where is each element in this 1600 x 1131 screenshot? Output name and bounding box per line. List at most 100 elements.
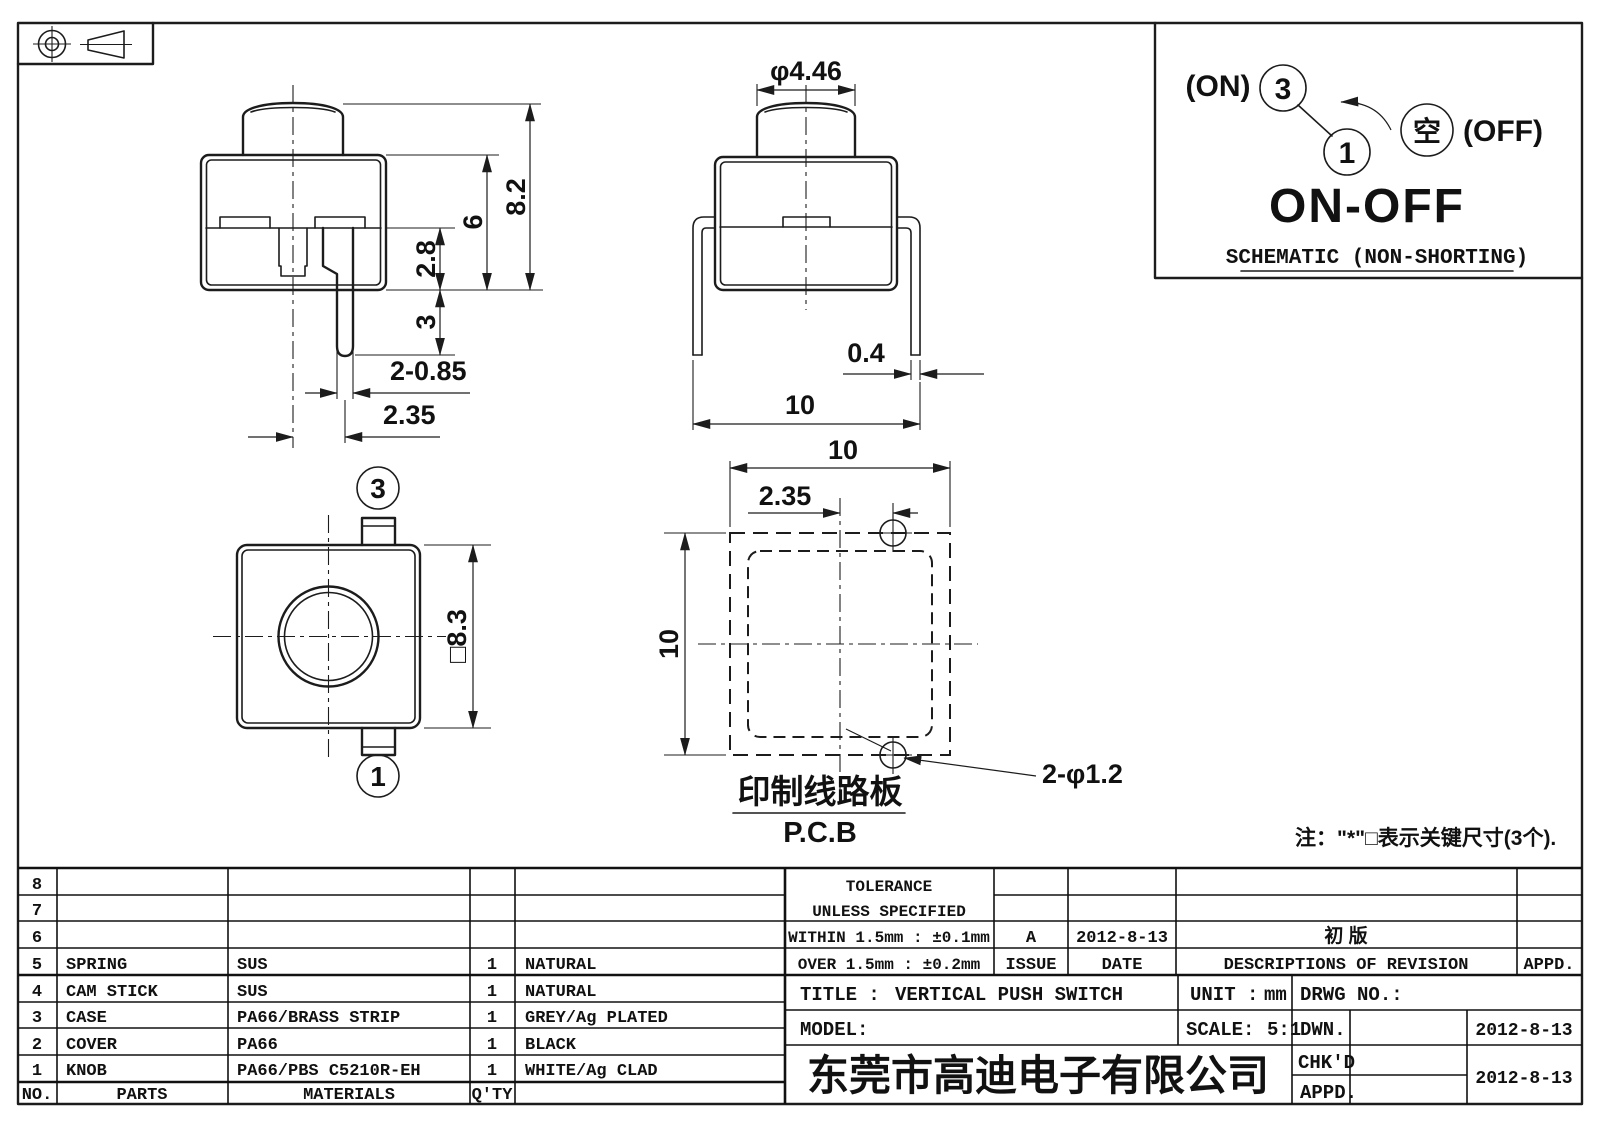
row-finish: NATURAL xyxy=(525,983,596,1002)
table-row: 7 xyxy=(32,902,42,921)
terminal-1-circle xyxy=(1323,128,1371,176)
key-dimension-note: 注："*"□表示关键尺寸(3个). xyxy=(1295,826,1556,850)
terminal-1-number: 1 xyxy=(1339,137,1356,170)
revision-date-header: DATE xyxy=(1102,956,1143,975)
dim-lead-thickness: 0.4 xyxy=(847,338,885,368)
appd-label: APPD. xyxy=(1300,1082,1357,1104)
model-label: MODEL: xyxy=(800,1019,868,1041)
header-parts: PARTS xyxy=(116,1086,167,1105)
title-label: TITLE : xyxy=(800,984,880,1006)
pcb-inner-outline xyxy=(747,550,933,738)
border-rect xyxy=(16,21,1584,1106)
leader-line xyxy=(903,755,1037,777)
knob-outline xyxy=(241,101,345,157)
pcb-outline xyxy=(729,532,951,756)
row-no: 8 xyxy=(32,876,42,895)
terminal-1-balloon xyxy=(356,754,400,798)
unit-label: UNIT : xyxy=(1190,984,1258,1006)
terminal-3-number: 3 xyxy=(370,473,386,504)
sheet-frame xyxy=(16,21,1584,1106)
dwn-label: DWN. xyxy=(1300,1019,1346,1041)
off-label: (OFF) xyxy=(1463,115,1543,148)
table-row: 6 xyxy=(32,929,42,948)
company-name: 东莞市高迪电子有限公司 xyxy=(807,1052,1269,1099)
row-qty: 1 xyxy=(487,1036,497,1055)
drwg-no-label: DRWG NO.: xyxy=(1300,984,1403,1006)
function-label: ON-OFF xyxy=(1269,180,1465,233)
row-qty: 1 xyxy=(487,1009,497,1028)
schematic-caption: SCHEMATIC (NON-SHORTING) xyxy=(1226,247,1528,270)
table-row: 8 xyxy=(32,876,42,895)
body-outline xyxy=(713,155,899,292)
inner-pin xyxy=(278,227,308,277)
dim-hole-offset: 2.35 xyxy=(759,481,812,511)
terminal-3-circle xyxy=(1259,64,1307,112)
row-finish: NATURAL xyxy=(525,956,596,975)
hole-bottom xyxy=(874,736,912,774)
row-qty: 1 xyxy=(487,1062,497,1081)
empty-position-circle xyxy=(1400,103,1454,157)
schematic-box: (ON) 3 1 空 (OFF) ON-OFF SCHEMATIC (NON-S… xyxy=(1153,21,1584,280)
pcb-view: 10 2.35 10 2-φ1.2 印制线路板 P.C.B xyxy=(654,435,1123,849)
row-no: 7 xyxy=(32,902,42,921)
long-pin xyxy=(321,226,355,358)
cover-tab xyxy=(782,216,831,228)
row-no: 2 xyxy=(32,1036,42,1055)
tab-top xyxy=(360,516,397,547)
side-view: φ4.46 0.4 10 xyxy=(692,56,984,430)
header-no: NO. xyxy=(22,1086,53,1105)
dim-body-square: □8.3 xyxy=(442,609,472,663)
tolerance-within: WITHIN 1.5mm : ±0.1mm xyxy=(788,929,990,947)
chkd-date: 2012-8-13 xyxy=(1475,1069,1572,1089)
dim-pcb-height: 10 xyxy=(654,629,684,659)
parts-table: 8 7 6 5 SPRING SUS 1 NATURAL 4 CAM STICK… xyxy=(22,876,668,1105)
table-row: 3 CASE PA66/BRASS STRIP 1 GREY/Ag PLATED xyxy=(32,1009,668,1028)
revision-issue-header: ISSUE xyxy=(1005,956,1056,975)
dim-pcb-width: 10 xyxy=(828,435,858,465)
knob-circle xyxy=(277,585,380,688)
revision-description-value: 初 版 xyxy=(1324,924,1367,947)
row-finish: WHITE/Ag CLAD xyxy=(525,1062,658,1081)
lead-right xyxy=(896,216,921,356)
dim-lead-span: 10 xyxy=(785,390,815,420)
lead-left xyxy=(692,216,716,356)
row-material: SUS xyxy=(237,956,268,975)
row-material: SUS xyxy=(237,983,268,1002)
revision-appd-header: APPD. xyxy=(1523,956,1574,975)
terminal-1-number: 1 xyxy=(370,761,386,792)
row-finish: GREY/Ag PLATED xyxy=(525,1009,668,1028)
row-part: CASE xyxy=(66,1009,107,1028)
body-outline xyxy=(199,153,388,292)
header-qty: Q'TY xyxy=(472,1086,514,1105)
contact-line xyxy=(1297,104,1333,137)
row-material: PA66/PBS C5210R-EH xyxy=(237,1062,421,1081)
dwn-date: 2012-8-13 xyxy=(1475,1021,1572,1041)
table-row: 5 SPRING SUS 1 NATURAL xyxy=(32,956,597,975)
knob-outline xyxy=(755,101,857,159)
row-material: PA66/BRASS STRIP xyxy=(237,1009,400,1028)
header-materials: MATERIALS xyxy=(303,1086,395,1105)
tolerance-line2: UNLESS SPECIFIED xyxy=(812,903,966,921)
terminal-3-balloon xyxy=(356,466,400,510)
tab-bottom xyxy=(360,726,397,757)
front-view: 8.2 6 2.8 3 2-0.85 2.35 xyxy=(199,85,543,448)
row-material: PA66 xyxy=(237,1036,278,1055)
tolerance-line1: TOLERANCE xyxy=(846,878,932,896)
scale-label: SCALE: xyxy=(1186,1019,1254,1041)
row-qty: 1 xyxy=(487,956,497,975)
terminal-bump-left xyxy=(219,216,271,229)
row-no: 3 xyxy=(32,1009,42,1028)
terminal-3-number: 3 xyxy=(1275,73,1292,106)
table-row: 4 CAM STICK SUS 1 NATURAL xyxy=(32,983,597,1002)
row-no: 4 xyxy=(32,983,42,1002)
table-grid xyxy=(18,866,1582,1104)
revision-description-header: DESCRIPTIONS OF REVISION xyxy=(1224,956,1469,975)
first-angle-target-icon xyxy=(33,26,71,62)
unit-value: mm xyxy=(1264,984,1287,1006)
row-no: 1 xyxy=(32,1062,42,1081)
pcb-label-en: P.C.B xyxy=(783,817,857,849)
tolerance-block: TOLERANCE UNLESS SPECIFIED WITHIN 1.5mm … xyxy=(788,878,990,974)
row-part: CAM STICK xyxy=(66,983,159,1002)
